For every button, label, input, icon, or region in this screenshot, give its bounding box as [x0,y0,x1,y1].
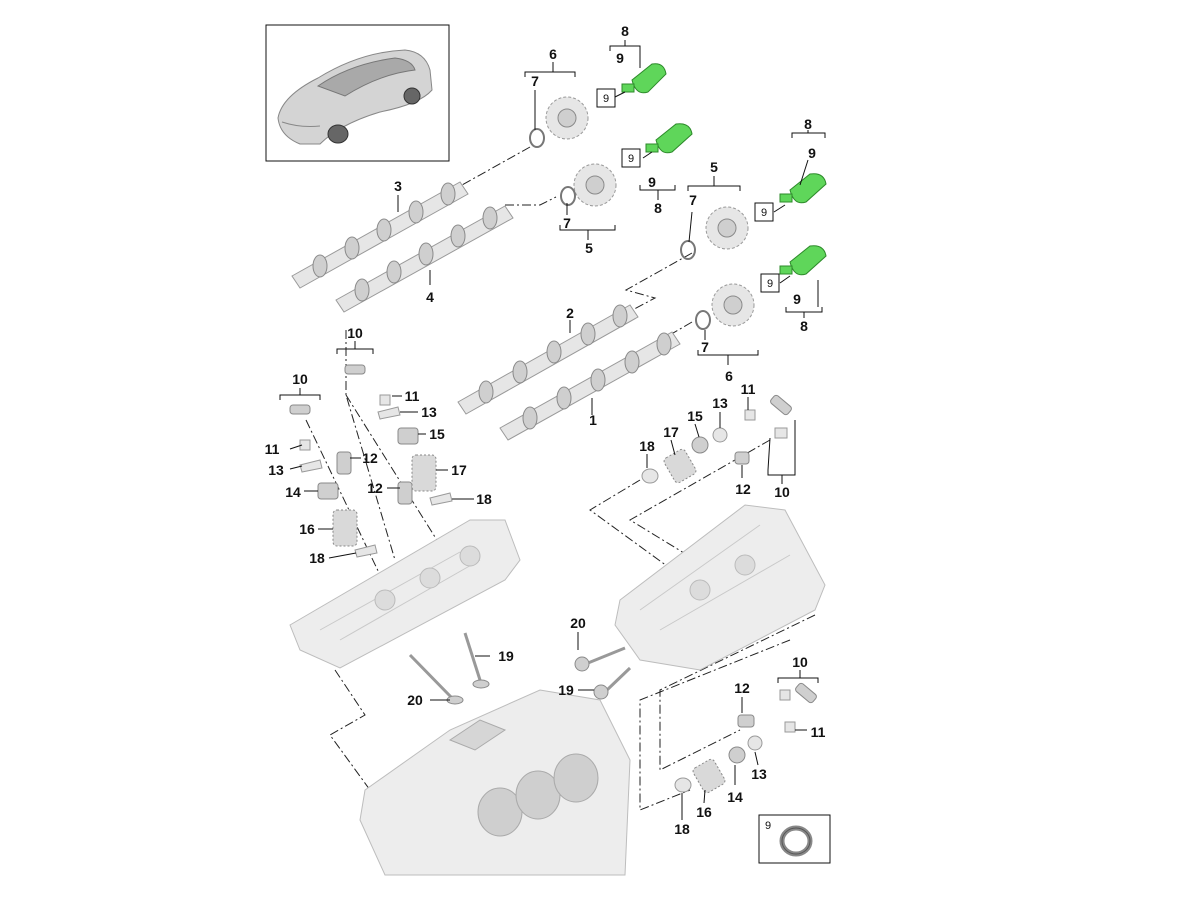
vehicle-thumbnail [265,24,450,162]
callout-2: 2 [566,305,574,321]
camshaft-solenoid-icon [621,63,667,94]
callout-16: 16 [299,521,315,537]
detail-inset-ref: 9 [765,820,771,832]
callout-12: 12 [362,450,378,466]
valve-20a [408,653,464,705]
camshaft-2 [457,304,639,415]
boxed-ref-9-mid-right: 9 [754,202,774,222]
callout-3: 3 [394,178,402,194]
callout-10: 10 [792,654,808,670]
valve-parts-left [289,364,453,558]
callout-7: 7 [563,215,571,231]
callout-19: 19 [498,648,514,664]
callout-7: 7 [701,339,709,355]
valve-19a [463,632,490,689]
callout-19: 19 [558,682,574,698]
callout-12: 12 [735,481,751,497]
callout-7: 7 [689,192,697,208]
camshaft-solenoid-icon [645,123,693,154]
camshaft-3 [291,181,469,289]
callout-12: 12 [734,680,750,696]
callout-9: 9 [616,50,624,66]
callout-16: 16 [696,804,712,820]
callout-8: 8 [621,23,629,39]
svg-text:9: 9 [628,153,634,165]
callout-7: 7 [531,73,539,89]
valve-19b [593,666,632,700]
car-thumbnail-icon [277,49,433,145]
cylinder-head-left [289,519,521,669]
callout-13: 13 [421,404,437,420]
callout-13: 13 [268,462,284,478]
callout-15: 15 [429,426,445,442]
callout-6: 6 [725,368,733,384]
camshaft-4 [335,205,514,313]
callout-12: 12 [367,480,383,496]
callout-18: 18 [476,491,492,507]
callout-9: 9 [793,291,801,307]
camshaft-adjuster-low-right [711,283,755,327]
callout-17: 17 [451,462,467,478]
callout-5: 5 [585,240,593,256]
boxed-ref-9-top: 9 [596,88,616,108]
callout-8: 8 [804,116,812,132]
callout-8: 8 [654,200,662,216]
seal-ring-7a [529,128,545,148]
boxed-ref-9-mid-left: 9 [621,148,641,168]
callout-18: 18 [639,438,655,454]
camshaft-1 [499,331,681,441]
svg-text:9: 9 [603,93,609,105]
callout-11: 11 [265,441,280,457]
seal-ring-7c [680,240,696,260]
engine-block [359,689,631,876]
callout-17: 17 [663,424,679,440]
callout-14: 14 [285,484,301,500]
camshaft-solenoid-icon [779,173,827,204]
callout-14: 14 [727,789,743,805]
callout-20: 20 [407,692,423,708]
seal-ring-7d [695,310,711,330]
callout-15: 15 [687,408,703,424]
camshaft-adjuster-mid-left [573,163,617,207]
callout-4: 4 [426,289,434,305]
callout-1: 1 [589,412,597,428]
callout-13: 13 [712,395,728,411]
camshaft-adjuster-top-left [545,96,589,140]
boxed-ref-9-low-right: 9 [760,273,780,293]
camshaft-solenoid-icon [779,245,827,276]
callout-labels: 1 2 3 4 5 5 6 6 7 7 7 7 8 8 8 8 9 9 9 9 … [265,23,826,837]
callout-8: 8 [800,318,808,334]
callout-9: 9 [808,145,816,161]
valve-20b [574,646,626,672]
callout-10: 10 [292,371,308,387]
svg-text:9: 9 [767,278,773,290]
detail-inset-9: 9 [758,814,831,864]
seal-ring-icon [779,825,813,857]
callout-10: 10 [774,484,790,500]
callout-18: 18 [309,550,325,566]
valve-parts-right [641,394,817,794]
callout-10: 10 [347,325,363,341]
callout-11: 11 [405,388,420,404]
callout-13: 13 [751,766,767,782]
callout-18: 18 [674,821,690,837]
leader-lines [279,40,826,820]
camshaft-adjuster-mid-right [705,206,749,250]
callout-20: 20 [570,615,586,631]
cylinder-head-right [614,504,826,671]
callout-9: 9 [648,174,656,190]
seal-ring-7b [560,186,576,206]
svg-text:9: 9 [761,207,767,219]
callout-6: 6 [549,46,557,62]
callout-11: 11 [811,724,826,740]
callout-11: 11 [741,381,756,397]
callout-5: 5 [710,159,718,175]
